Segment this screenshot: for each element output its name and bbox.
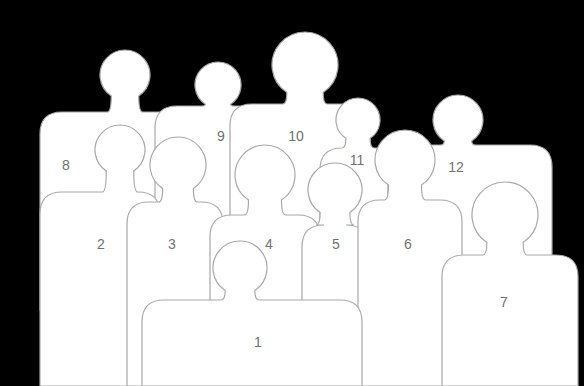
person-silhouette [142,241,362,386]
callout-number: 1 [254,335,262,349]
person-silhouette [442,182,578,386]
callout-number: 3 [168,237,176,251]
callout-number: 7 [500,295,508,309]
callout-number: 2 [97,237,105,251]
callout-number: 9 [217,129,225,143]
callout-number: 12 [448,160,464,174]
callout-number: 5 [332,237,340,251]
callout-number: 8 [62,158,70,172]
callout-number: 6 [404,237,412,251]
callout-number: 11 [350,153,365,167]
callout-number: 10 [288,129,304,143]
callout-number: 4 [265,237,273,251]
